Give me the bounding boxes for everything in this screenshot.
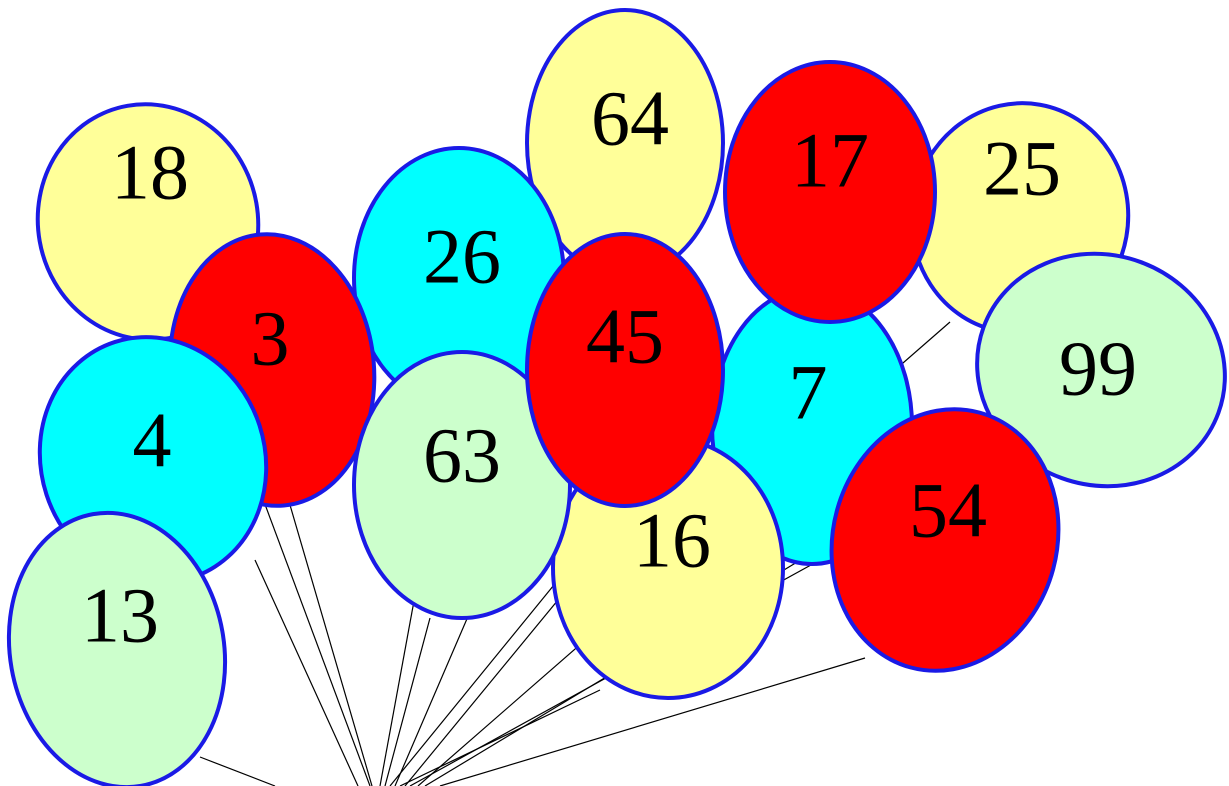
balloon-string-13 <box>200 757 275 786</box>
balloon-string-4 <box>255 560 358 786</box>
balloon-number-17: 17 <box>791 117 869 204</box>
balloon-number-4: 4 <box>133 397 172 484</box>
balloon-string-3 <box>290 505 372 786</box>
balloon-number-25: 25 <box>983 125 1061 212</box>
balloon-number-18: 18 <box>111 129 189 216</box>
balloon-number-26: 26 <box>423 213 501 300</box>
balloon-number-16: 16 <box>633 497 711 584</box>
balloon-number-63: 63 <box>423 412 501 499</box>
balloon-string-63 <box>385 618 430 786</box>
balloon-number-3: 3 <box>251 295 290 382</box>
balloon-number-54: 54 <box>909 467 987 554</box>
balloon-number-64: 64 <box>591 75 669 162</box>
balloon-45: 45 <box>527 234 723 506</box>
balloon-number-7: 7 <box>789 349 828 436</box>
balloons: 18 64 25 99 26 34 13 7 17 16 63 45 54 <box>0 10 1229 786</box>
balloon-number-13: 13 <box>81 572 159 659</box>
balloon-number-45: 45 <box>586 293 664 380</box>
balloon-17: 17 <box>725 62 935 322</box>
balloon-number-99: 99 <box>1059 325 1137 412</box>
